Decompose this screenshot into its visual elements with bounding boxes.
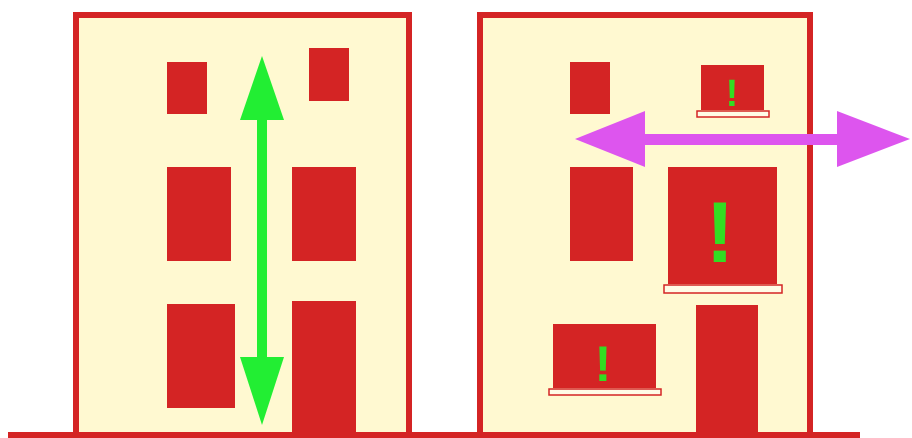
right-door (696, 305, 758, 438)
right-alert-window-large-sill (663, 284, 783, 294)
exclamation-mark-icon: ! (726, 73, 739, 115)
right-alert-window-bottom (553, 324, 656, 388)
vertical-arrow-head-up (240, 56, 284, 120)
vertical-arrow-head-down (240, 357, 284, 425)
left-building (73, 12, 412, 438)
horizontal-arrow-head-right (837, 111, 910, 167)
left-window-top-left (167, 62, 207, 114)
left-window-middle-left (167, 167, 231, 261)
horizontal-double-arrow (575, 111, 910, 167)
right-window-middle-left (570, 167, 633, 261)
left-building-facade (73, 12, 412, 438)
double-headed-vertical-arrow-icon (257, 100, 267, 380)
right-building: ! ! ! (477, 12, 813, 438)
left-window-top-right (309, 48, 349, 101)
double-headed-horizontal-arrow-icon (620, 134, 860, 145)
vertical-double-arrow (240, 56, 284, 425)
left-window-bottom-left (167, 304, 235, 408)
ground-line (8, 432, 860, 438)
right-alert-window-small-sill (696, 110, 770, 118)
right-window-top-left (570, 62, 610, 114)
horizontal-arrow-head-left (575, 111, 645, 167)
right-alert-window-large (668, 167, 777, 284)
left-window-middle-right (292, 167, 356, 261)
right-alert-window-bottom-sill (548, 388, 662, 396)
exclamation-mark-icon: ! (706, 185, 735, 281)
exclamation-mark-icon: ! (595, 336, 612, 392)
right-alert-window-small (701, 65, 764, 110)
left-door (292, 301, 356, 438)
